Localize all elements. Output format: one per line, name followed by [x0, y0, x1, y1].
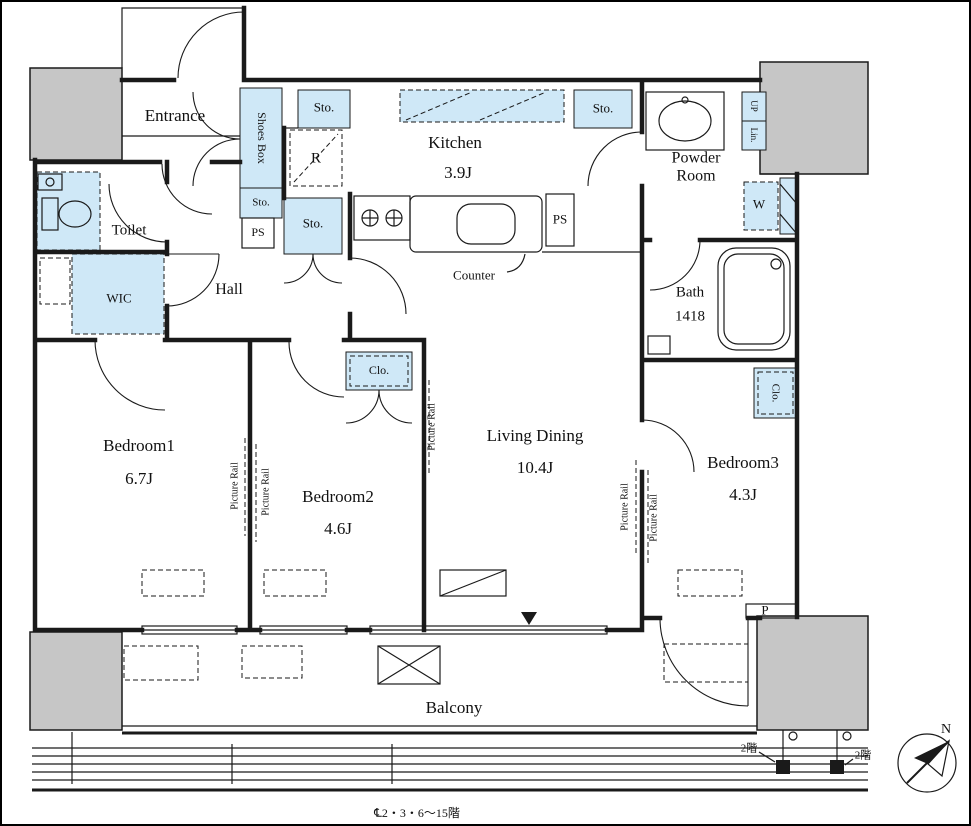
fixtures-and-windows	[32, 7, 868, 784]
dashed-details	[36, 89, 794, 683]
fixture-boxes	[239, 87, 798, 419]
door-arcs	[94, 11, 749, 707]
fixture-fills	[37, 90, 778, 334]
compass-north-arrow	[897, 733, 957, 793]
marks	[521, 612, 844, 774]
balcony-rail	[32, 731, 868, 792]
